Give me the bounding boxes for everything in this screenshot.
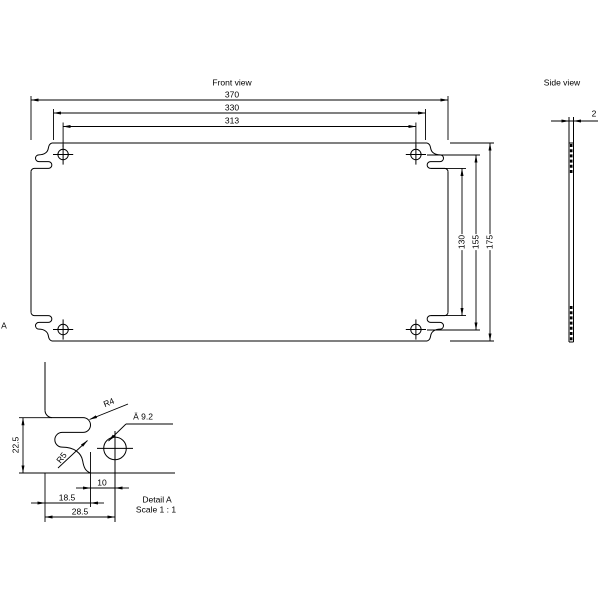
corner-notch-top-right (426, 142, 449, 172)
detail-dimensions (19, 417, 129, 522)
dim-175: 175 (484, 233, 495, 251)
detail-a-drawing (19, 362, 175, 522)
corner-notch-bottom-right (426, 312, 449, 342)
dim-18-5: 18.5 (58, 491, 76, 502)
detail-leaders (57, 403, 173, 469)
front-view-drawing (30, 96, 494, 342)
dim-330: 330 (224, 101, 240, 112)
detail-caption-title: Detail A (142, 494, 172, 505)
side-view-title: Side view (543, 77, 581, 88)
detail-hole (97, 431, 133, 522)
detail-caption-scale: Scale 1 : 1 (135, 504, 177, 515)
dim-28-5: 28.5 (71, 505, 89, 516)
detail-marker-a: A (1, 320, 7, 331)
dim-2: 2 (591, 108, 597, 119)
dim-370: 370 (224, 88, 240, 99)
dim-130: 130 (456, 233, 467, 251)
corner-notch-detail (44, 410, 91, 474)
mounting-holes (53, 144, 426, 340)
dim-155: 155 (470, 233, 481, 251)
dim-22-5: 22.5 (10, 436, 21, 454)
hole-diameter-label: Ä 9.2 (133, 411, 153, 422)
dim-313: 313 (224, 115, 240, 126)
front-top-dimensions (30, 96, 449, 147)
side-view-drawing (551, 117, 598, 343)
front-view-title: Front view (212, 77, 252, 88)
dim-10: 10 (97, 476, 107, 487)
corner-notch-bottom-left (30, 312, 53, 342)
corner-notch-top-left (30, 142, 53, 172)
